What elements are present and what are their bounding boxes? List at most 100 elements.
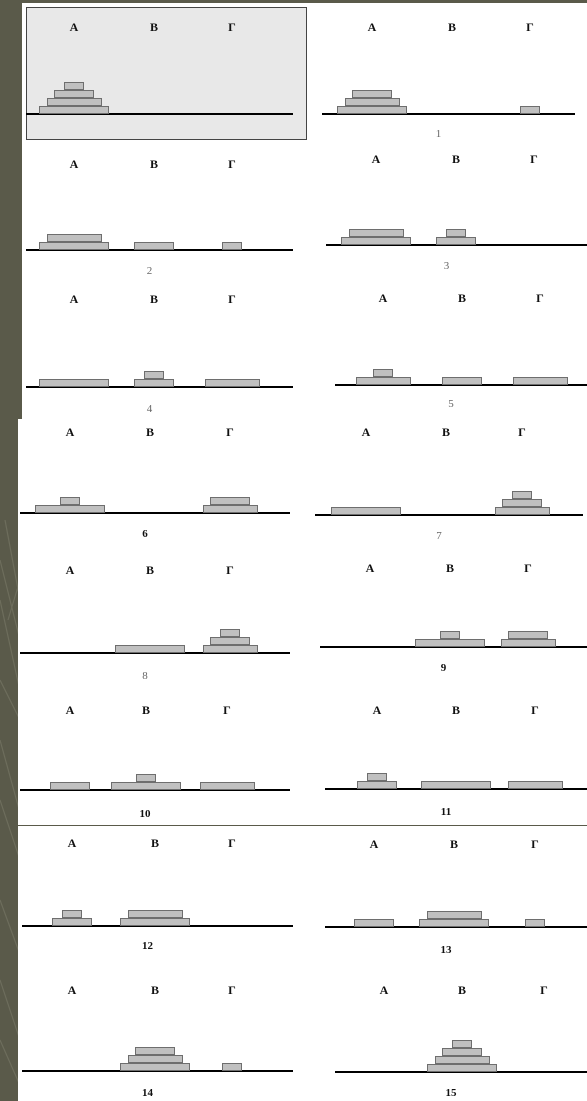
disk-size-1 (64, 82, 84, 90)
peg-label-b: В (440, 561, 460, 575)
peg-label-b: В (452, 983, 472, 997)
peg-label-b: В (446, 152, 466, 166)
peg-label-b: В (136, 703, 156, 717)
disk-size-3 (205, 379, 260, 387)
peg-label-a: А (60, 563, 80, 577)
peg-label-a: А (362, 20, 382, 34)
disk-size-4 (415, 639, 485, 647)
step-number: 13 (431, 944, 461, 957)
peg-label-g: Г (518, 561, 538, 575)
disk-size-4 (427, 1064, 497, 1072)
peg-label-b: В (436, 425, 456, 439)
diagram-sheet-2 (18, 419, 587, 825)
disk-size-3 (435, 1056, 490, 1064)
disk-size-1 (520, 106, 540, 114)
step-number: 2 (135, 265, 165, 278)
peg-label-a: А (60, 425, 80, 439)
peg-label-b: В (144, 292, 164, 306)
peg-label-g: Г (222, 836, 242, 850)
disk-size-2 (436, 237, 476, 245)
peg-label-a: А (366, 152, 386, 166)
peg-label-a: А (64, 20, 84, 34)
disk-size-4 (111, 782, 181, 790)
step-number: 12 (133, 940, 163, 953)
peg-label-g: Г (520, 20, 540, 34)
step-number: 4 (135, 403, 165, 416)
peg-label-a: А (360, 561, 380, 575)
peg-label-g: Г (525, 703, 545, 717)
step-number: 6 (130, 528, 160, 541)
disk-size-4 (115, 645, 185, 653)
disk-size-4 (35, 505, 105, 513)
peg-label-g: Г (220, 563, 240, 577)
disk-size-4 (120, 918, 190, 926)
peg-label-a: А (356, 425, 376, 439)
disk-size-1 (144, 371, 164, 379)
step-number: 15 (436, 1087, 466, 1100)
disk-size-3 (508, 781, 563, 789)
disk-size-1 (367, 773, 387, 781)
disk-size-2 (210, 497, 250, 505)
peg-label-g: Г (525, 837, 545, 851)
peg-label-b: В (145, 836, 165, 850)
disk-size-2 (508, 631, 548, 639)
disk-size-1 (525, 919, 545, 927)
peg-label-b: В (140, 425, 160, 439)
disk-size-4 (337, 106, 407, 114)
peg-label-g: Г (222, 20, 242, 34)
disk-size-1 (452, 1040, 472, 1048)
step-number: 8 (130, 670, 160, 683)
disk-size-4 (419, 919, 489, 927)
disk-size-1 (62, 910, 82, 918)
disk-size-3 (501, 639, 556, 647)
step-number: 11 (431, 806, 461, 819)
disk-size-4 (341, 237, 411, 245)
disk-size-2 (210, 637, 250, 645)
disk-size-4 (39, 379, 109, 387)
disk-size-2 (135, 1047, 175, 1055)
peg-label-a: А (62, 836, 82, 850)
disk-size-2 (54, 90, 94, 98)
peg-label-a: А (367, 703, 387, 717)
step-number: 5 (436, 398, 466, 411)
step-number: 1 (424, 128, 454, 141)
disk-size-3 (513, 377, 568, 385)
peg-label-g: Г (534, 983, 554, 997)
peg-label-a: А (64, 292, 84, 306)
disk-size-2 (134, 242, 174, 250)
disk-size-2 (52, 918, 92, 926)
peg-label-g: Г (524, 152, 544, 166)
disk-size-1 (60, 497, 80, 505)
peg-label-a: А (364, 837, 384, 851)
disk-size-2 (134, 379, 174, 387)
step-number: 3 (432, 260, 462, 273)
peg-label-b: В (145, 983, 165, 997)
peg-label-g: Г (512, 425, 532, 439)
disk-size-3 (47, 98, 102, 106)
peg-label-b: В (452, 291, 472, 305)
disk-size-3 (427, 911, 482, 919)
disk-size-4 (331, 507, 401, 515)
disk-size-2 (354, 919, 394, 927)
disk-size-1 (512, 491, 532, 499)
disk-size-1 (222, 242, 242, 250)
disk-size-3 (356, 377, 411, 385)
disk-size-1 (136, 774, 156, 782)
peg-label-a: А (373, 291, 393, 305)
disk-size-2 (352, 90, 392, 98)
disk-size-1 (446, 229, 466, 237)
disk-size-4 (39, 242, 109, 250)
peg-label-a: А (60, 703, 80, 717)
disk-size-3 (349, 229, 404, 237)
disk-size-4 (421, 781, 491, 789)
disk-size-2 (502, 499, 542, 507)
peg-label-b: В (144, 157, 164, 171)
peg-label-a: А (374, 983, 394, 997)
step-number: 14 (133, 1087, 163, 1100)
disk-size-2 (357, 781, 397, 789)
peg-label-b: В (446, 703, 466, 717)
peg-label-b: В (140, 563, 160, 577)
peg-label-g: Г (222, 157, 242, 171)
peg-label-g: Г (530, 291, 550, 305)
peg-label-a: А (64, 157, 84, 171)
